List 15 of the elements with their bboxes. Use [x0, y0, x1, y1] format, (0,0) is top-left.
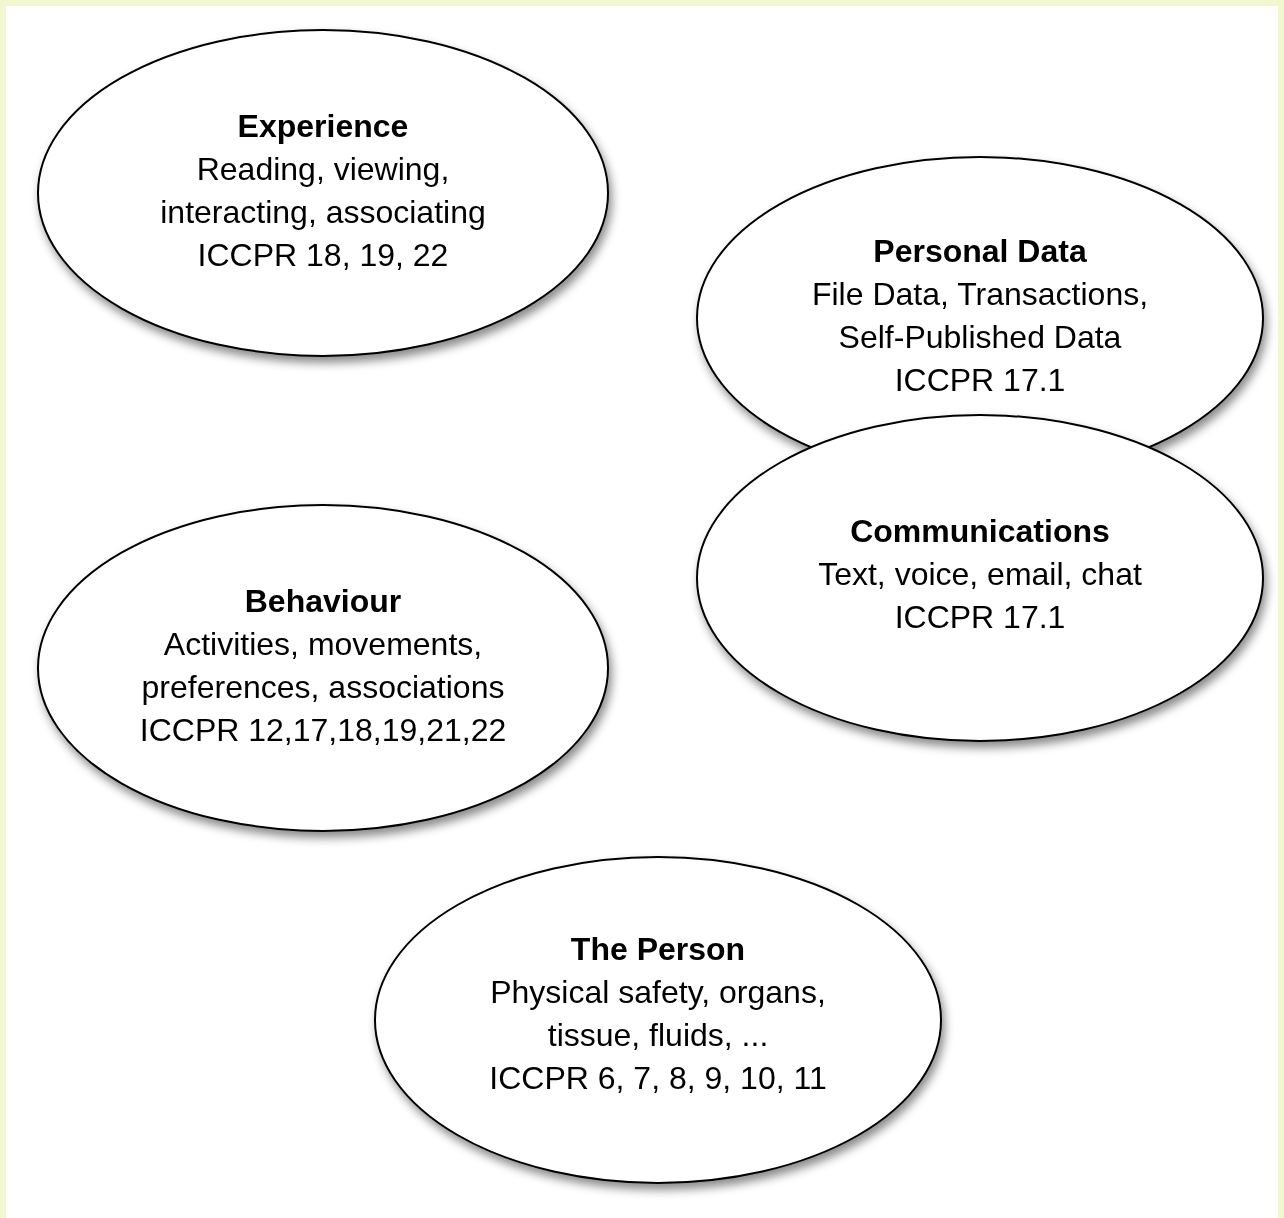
- node-title: The Person: [570, 930, 746, 969]
- node-text: Reading, viewing, interacting, associating: [159, 150, 487, 232]
- node-title: Personal Data: [873, 232, 1087, 271]
- node-text: File Data, Transactions, Self-Published Data: [810, 275, 1150, 357]
- node-text: ICCPR 12,17,18,19,21,22: [139, 711, 507, 750]
- node-text: ICCPR 6, 7, 8, 9, 10, 11: [489, 1059, 827, 1098]
- node-title: Experience: [237, 107, 409, 146]
- node-text: Text, voice, email, chat: [818, 555, 1142, 594]
- node-text: ICCPR 17.1: [894, 361, 1066, 400]
- node-title: Communications: [850, 512, 1110, 551]
- node-text: ICCPR 18, 19, 22: [197, 236, 449, 275]
- node-text: ICCPR 17.1: [894, 598, 1066, 637]
- node-title: Behaviour: [244, 582, 402, 621]
- node-text: Activities, movements, preferences, associations: [140, 625, 506, 707]
- node-text: Physical safety, organs, tissue, fluids, ...: [489, 973, 827, 1055]
